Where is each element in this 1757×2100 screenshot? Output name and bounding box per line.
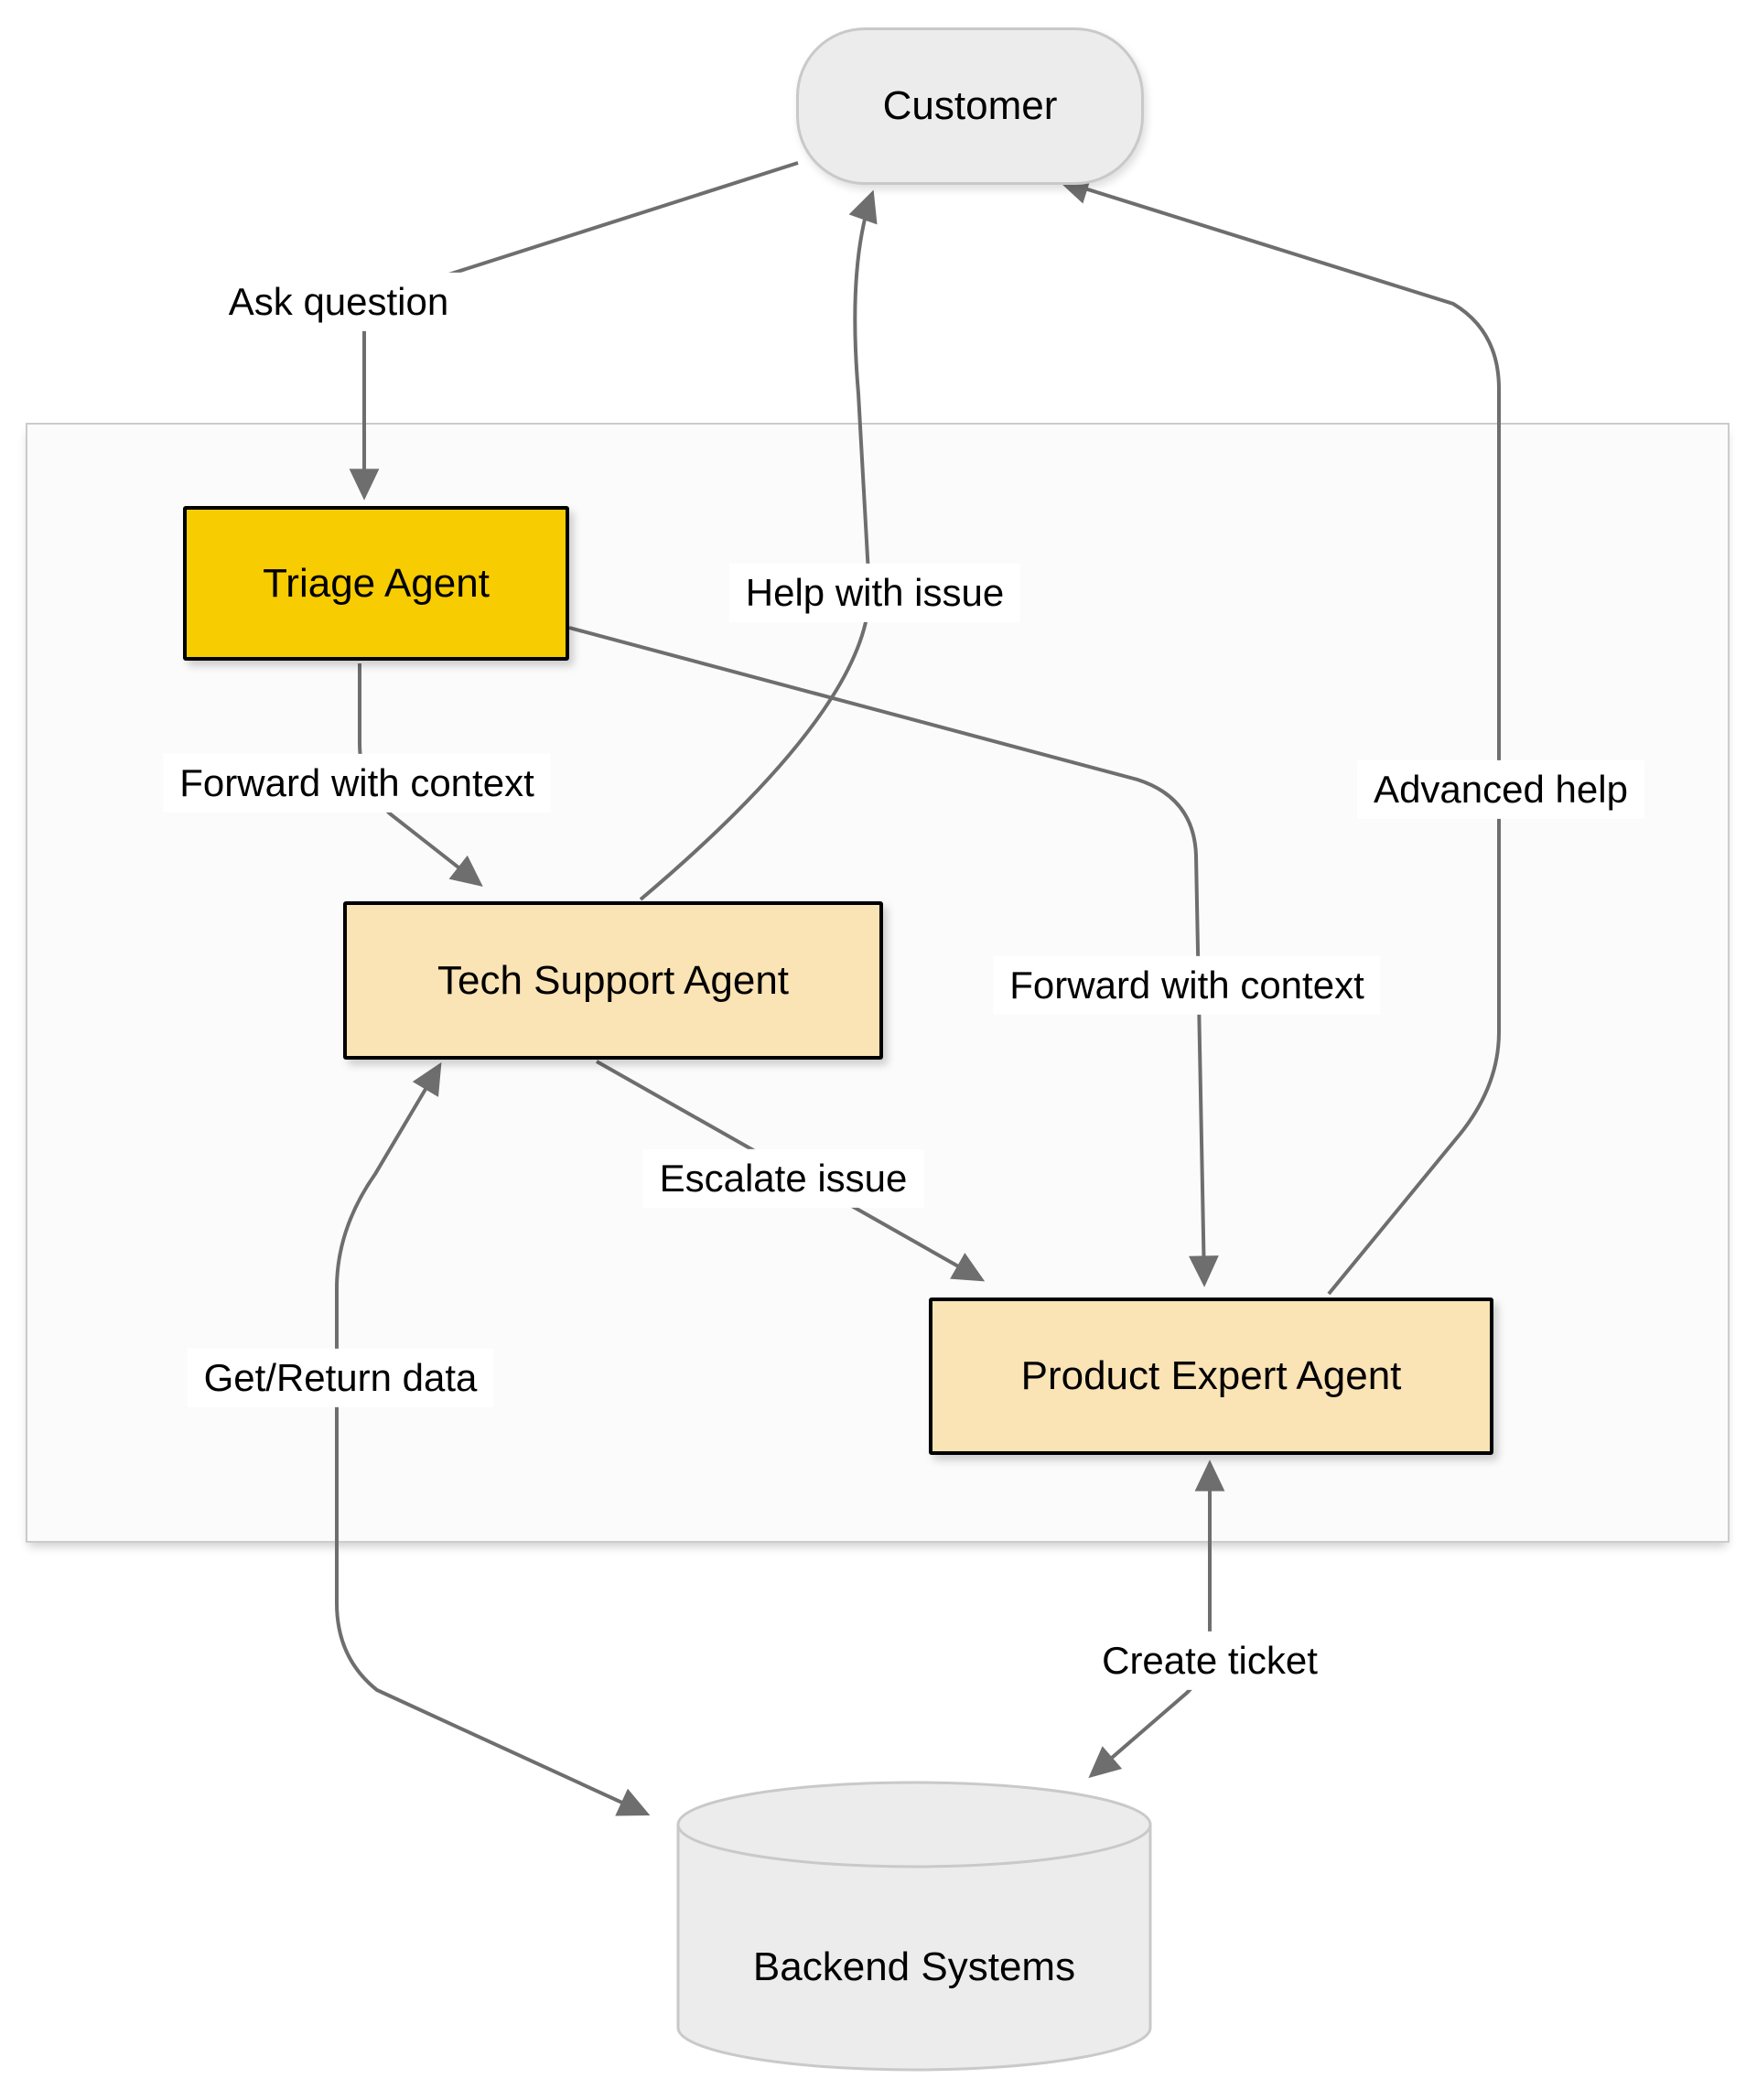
edge-label-get-return-data: Get/Return data bbox=[187, 1348, 494, 1408]
edge-label-forward-with-context-2: Forward with context bbox=[993, 955, 1381, 1016]
node-backend-systems-shape bbox=[676, 1781, 1152, 2072]
edge-get-return-data bbox=[335, 1061, 651, 1816]
edge-advanced-help bbox=[1057, 175, 1501, 1296]
edge-label-help-with-issue: Help with issue bbox=[728, 563, 1021, 623]
node-product-expert-agent: Product Expert Agent bbox=[929, 1298, 1493, 1455]
node-backend-systems-label: Backend Systems bbox=[752, 1944, 1076, 1989]
edge-create-ticket bbox=[1088, 1459, 1225, 1779]
edge-label-ask-question: Ask question bbox=[211, 272, 466, 332]
edge-label-escalate-issue: Escalate issue bbox=[642, 1148, 924, 1209]
node-customer: Customer bbox=[796, 27, 1144, 185]
edge-label-create-ticket: Create ticket bbox=[1085, 1631, 1334, 1691]
edge-label-advanced-help: Advanced help bbox=[1357, 759, 1644, 820]
node-triage-agent: Triage Agent bbox=[183, 506, 569, 661]
edge-help-with-issue bbox=[639, 189, 878, 901]
edge-label-forward-with-context-1: Forward with context bbox=[163, 753, 551, 813]
node-tech-support-agent: Tech Support Agent bbox=[343, 901, 883, 1060]
edge-forward-with-context-triage-expert bbox=[568, 626, 1219, 1287]
